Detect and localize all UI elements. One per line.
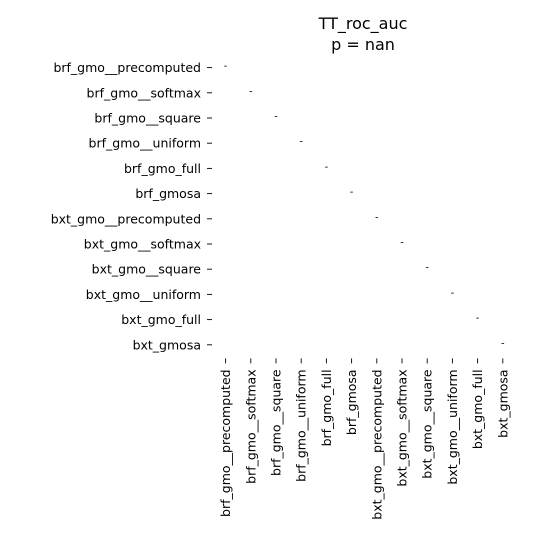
y-tick-label: bxt_gmo__precomputed — [51, 211, 201, 226]
y-tick-label: bxt_gmo_full — [121, 312, 201, 327]
x-tick-label: bxt_gmo_full — [470, 369, 485, 449]
y-tick-label: brf_gmo__softmax — [87, 85, 201, 100]
x-axis: brf_gmo__precomputed brf_gmo__softmax brf_… — [218, 358, 510, 520]
x-tick-label: bxt_gmosa — [495, 369, 510, 437]
x-tick-label: brf_gmo__square — [269, 369, 284, 476]
cell-annotation: - — [476, 313, 480, 324]
x-tick-label: brf_gmosa — [344, 369, 359, 435]
y-tick-label: brf_gmo__uniform — [89, 136, 201, 151]
x-tick-label: bxt_gmo__uniform — [445, 369, 460, 484]
cell-annotation: - — [350, 187, 354, 198]
cell-annotation: - — [224, 61, 228, 72]
cell-annotation: - — [451, 288, 455, 299]
x-tick-label: brf_gmo__uniform — [294, 369, 309, 481]
cell-annotation: - — [375, 212, 379, 223]
y-tick-label: brf_gmo__square — [94, 111, 201, 126]
cell-annotation: - — [299, 137, 303, 148]
cell-annotation: - — [325, 162, 329, 173]
cell-annotation: - — [249, 86, 253, 97]
y-tick-label: bxt_gmo__square — [92, 262, 202, 277]
y-tick-label: bxt_gmo__softmax — [84, 237, 201, 252]
heatmap-cells: - - - - - - - - - - - - — [224, 61, 505, 349]
x-tick-label: bxt_gmo__square — [420, 369, 435, 479]
x-tick-label: bxt_gmo__softmax — [395, 369, 410, 486]
cell-annotation: - — [425, 263, 429, 274]
y-tick-label: brf_gmo__precomputed — [53, 60, 201, 75]
y-tick-label: brf_gmosa — [135, 186, 201, 201]
y-tick-label: bxt_gmosa — [133, 337, 201, 352]
x-tick-label: brf_gmo__softmax — [243, 369, 258, 483]
x-tick-label: brf_gmo_full — [319, 369, 334, 446]
chart-subtitle: p = nan — [331, 35, 395, 54]
chart-title: TT_roc_auc — [318, 14, 408, 34]
y-tick-label: bxt_gmo__uniform — [86, 287, 201, 302]
x-tick-label: brf_gmo__precomputed — [218, 369, 233, 517]
x-tick-label: bxt_gmo__precomputed — [369, 369, 384, 519]
y-axis: brf_gmo__precomputed brf_gmo__softmax brf_… — [51, 60, 212, 352]
y-tick-label: brf_gmo_full — [124, 161, 201, 176]
cell-annotation: - — [274, 112, 278, 123]
cell-annotation: - — [501, 338, 505, 349]
cell-annotation: - — [400, 238, 404, 249]
